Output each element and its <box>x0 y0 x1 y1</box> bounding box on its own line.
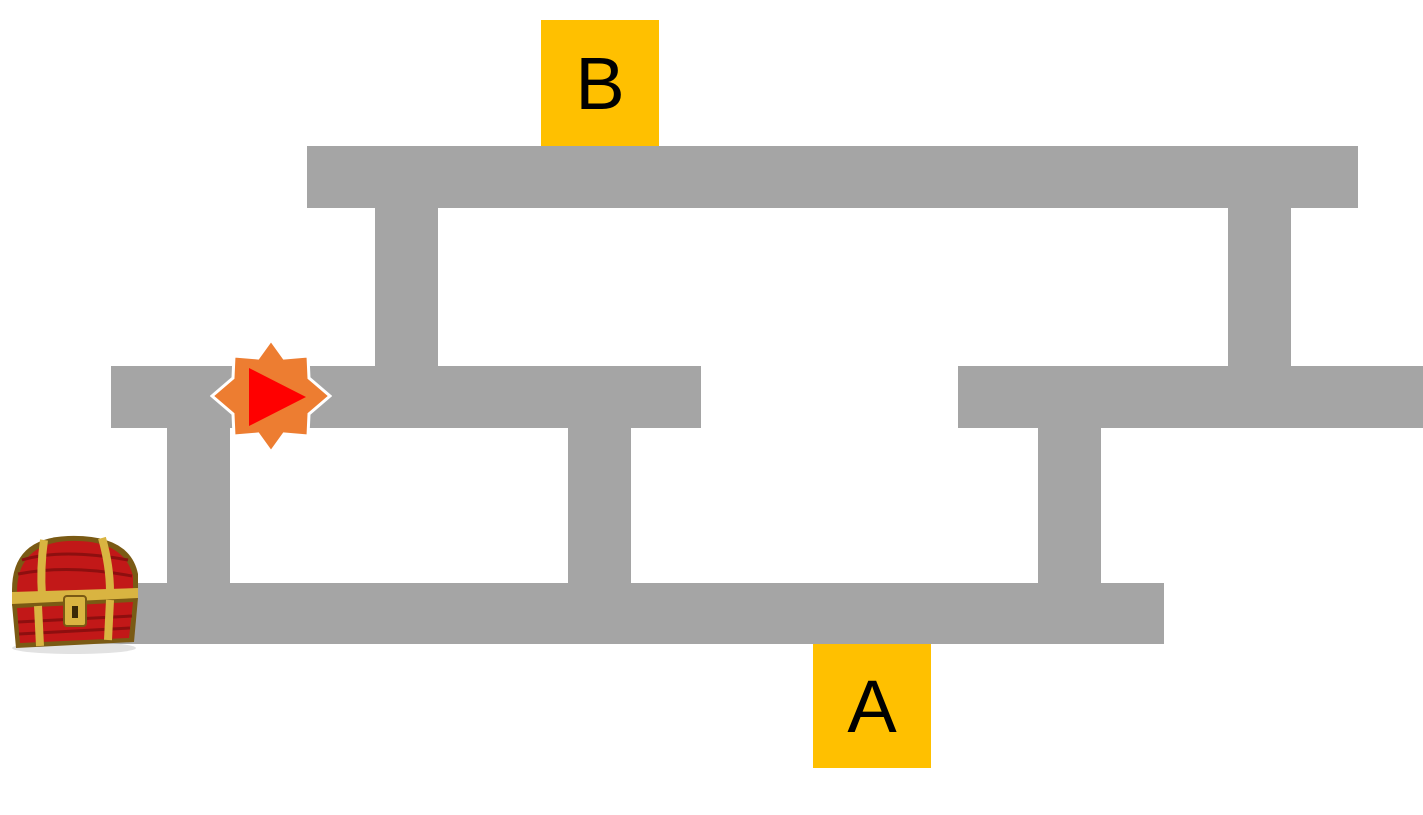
player-marker-icon[interactable] <box>210 338 332 454</box>
play-arrow-icon <box>249 368 306 426</box>
maze-corridor-middle-right <box>958 366 1423 428</box>
exit-b-label: B <box>541 20 659 146</box>
maze-corridor-top <box>307 146 1358 208</box>
treasure-chest-icon <box>12 535 138 654</box>
exit-a-label: A <box>813 644 931 768</box>
maze-corridor-bottom <box>90 583 1164 644</box>
